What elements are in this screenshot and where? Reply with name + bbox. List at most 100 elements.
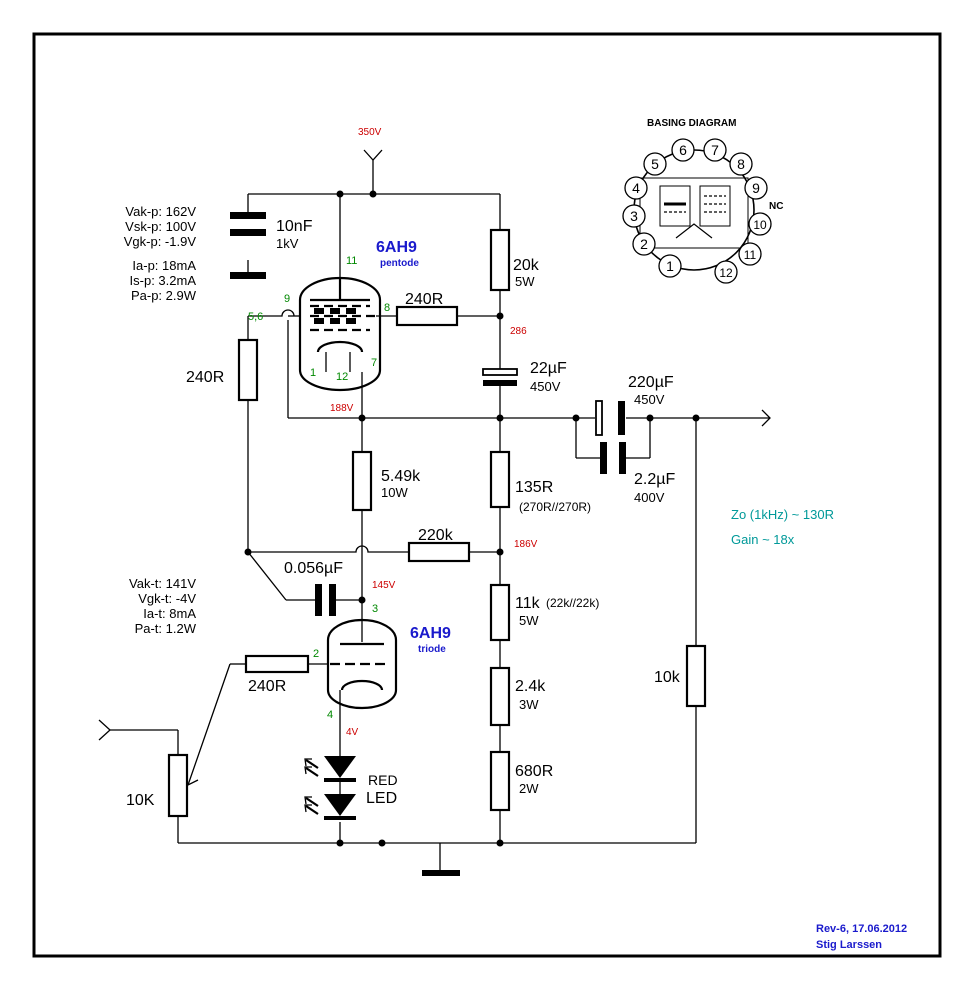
resistor-20k bbox=[489, 228, 511, 292]
supply-voltage: 350V bbox=[358, 127, 382, 138]
r24k-value: 2.4k bbox=[515, 678, 546, 695]
resistor-220k bbox=[407, 541, 471, 563]
c220u-value: 220µF bbox=[628, 374, 674, 391]
capacitor-220uf bbox=[595, 400, 625, 436]
resistor-11k bbox=[489, 583, 511, 642]
pin-1: 1 bbox=[310, 367, 316, 379]
c2u2-rating: 400V bbox=[634, 490, 665, 505]
led-label-1: RED bbox=[368, 772, 398, 788]
r549k-value: 5.49k bbox=[381, 468, 421, 485]
resistor-5k49 bbox=[351, 450, 373, 512]
r240-screen-value: 240R bbox=[405, 291, 443, 308]
triode-name: 6AH9 bbox=[410, 625, 451, 642]
pin-56: 5,6 bbox=[248, 311, 263, 323]
c22u-rating: 450V bbox=[530, 379, 561, 394]
pin-3: 3 bbox=[372, 603, 378, 615]
basing-pin-2: 2 bbox=[640, 236, 648, 252]
op-pentode-3: Ia-p: 18mA bbox=[132, 258, 196, 273]
resistor-240r-screen bbox=[395, 305, 459, 327]
capacitor-2u2 bbox=[600, 442, 626, 474]
c10n-value: 10nF bbox=[276, 218, 313, 235]
basing-pin-9: 9 bbox=[752, 180, 760, 196]
potentiometer-10k bbox=[167, 753, 189, 818]
c22u-value: 22µF bbox=[530, 360, 567, 377]
junctions bbox=[244, 190, 700, 847]
pin-11: 11 bbox=[346, 255, 357, 267]
triode-tube bbox=[326, 618, 398, 710]
c056-value: 0.056µF bbox=[284, 560, 343, 577]
triode-plate-voltage: 145V bbox=[372, 580, 396, 591]
resistor-240r-left bbox=[237, 338, 259, 402]
r680-rating: 2W bbox=[519, 781, 539, 796]
r240-left-value: 240R bbox=[186, 369, 224, 386]
pin-2: 2 bbox=[313, 648, 319, 660]
led-pair bbox=[304, 756, 356, 820]
r220k-value: 220k bbox=[418, 527, 454, 544]
op-triode-2: Ia-t: 8mA bbox=[143, 606, 196, 621]
pentode-name: 6AH9 bbox=[376, 239, 417, 256]
op-triode-1: Vgk-t: -4V bbox=[138, 591, 196, 606]
basing-nc: NC bbox=[769, 201, 783, 212]
pentode-plate-voltage: 286 bbox=[510, 326, 527, 337]
r549k-rating: 10W bbox=[381, 485, 408, 500]
op-pentode-1: Vsk-p: 100V bbox=[125, 219, 196, 234]
basing-pin-8: 8 bbox=[737, 156, 745, 172]
mid-node-voltage: 186V bbox=[514, 539, 538, 550]
r135-value: 135R bbox=[515, 479, 553, 496]
led-label-2: LED bbox=[366, 790, 397, 807]
pentode-tube bbox=[298, 276, 382, 392]
basing-pin-11: 11 bbox=[744, 248, 757, 262]
resistor-2k4 bbox=[489, 666, 511, 727]
resistor-135r bbox=[489, 450, 511, 509]
basing-pin-5: 5 bbox=[651, 156, 659, 172]
basing-pin-3: 3 bbox=[630, 208, 638, 224]
op-triode-3: Pa-t: 1.2W bbox=[135, 621, 197, 636]
pot-value: 10K bbox=[126, 792, 155, 809]
c10n-rating: 1kV bbox=[276, 236, 299, 251]
r135-note: (270R//270R) bbox=[519, 500, 591, 514]
basing-pin-7: 7 bbox=[711, 142, 719, 158]
op-pentode-2: Vgk-p: -1.9V bbox=[124, 234, 197, 249]
r24k-rating: 3W bbox=[519, 697, 539, 712]
pentode-section: pentode bbox=[380, 258, 419, 269]
frame-border bbox=[32, 32, 942, 958]
triode-cathode-voltage: 4V bbox=[346, 727, 359, 738]
capacitor-0u056 bbox=[315, 584, 336, 616]
revision-author: Stig Larssen bbox=[816, 939, 882, 951]
c220u-rating: 450V bbox=[634, 392, 665, 407]
triode-section: triode bbox=[418, 644, 446, 655]
pin-12: 12 bbox=[336, 371, 348, 383]
spec-gain: Gain ~ 18x bbox=[731, 532, 795, 547]
r10k-output-value: 10k bbox=[654, 669, 681, 686]
c2u2-value: 2.2µF bbox=[634, 471, 675, 488]
pin-9: 9 bbox=[284, 293, 290, 305]
basing-pin-6: 6 bbox=[679, 142, 687, 158]
basing-title: BASING DIAGRAM bbox=[647, 118, 736, 129]
op-pentode-5: Pa-p: 2.9W bbox=[131, 288, 197, 303]
spec-zo: Zo (1kHz) ~ 130R bbox=[731, 507, 834, 522]
capacitor-10nf bbox=[230, 212, 266, 279]
op-pentode-4: Is-p: 3.2mA bbox=[130, 273, 197, 288]
r20k-rating: 5W bbox=[515, 274, 535, 289]
pentode-cathode-voltage: 188V bbox=[330, 403, 354, 414]
revision-date: Rev-6, 17.06.2012 bbox=[816, 923, 907, 935]
pin-4: 4 bbox=[327, 709, 333, 721]
op-pentode-0: Vak-p: 162V bbox=[125, 204, 196, 219]
r240-grid-value: 240R bbox=[248, 678, 286, 695]
basing-pin-12: 12 bbox=[719, 266, 733, 280]
basing-pin-1: 1 bbox=[666, 258, 674, 274]
basing-pin-10: 10 bbox=[753, 218, 767, 232]
r11k-rating: 5W bbox=[519, 613, 539, 628]
r11k-value: 11k bbox=[515, 595, 541, 612]
pin-8: 8 bbox=[384, 302, 390, 314]
capacitor-22uf bbox=[482, 368, 518, 386]
op-triode-0: Vak-t: 141V bbox=[129, 576, 196, 591]
resistor-680r bbox=[489, 750, 511, 812]
resistor-10k-output bbox=[685, 644, 707, 708]
basing-pin-4: 4 bbox=[632, 180, 640, 196]
pin-7: 7 bbox=[371, 357, 377, 369]
r11k-note: (22k//22k) bbox=[546, 596, 599, 610]
basing-diagram bbox=[622, 138, 772, 284]
r20k-value: 20k bbox=[513, 257, 540, 274]
r680-value: 680R bbox=[515, 763, 553, 780]
